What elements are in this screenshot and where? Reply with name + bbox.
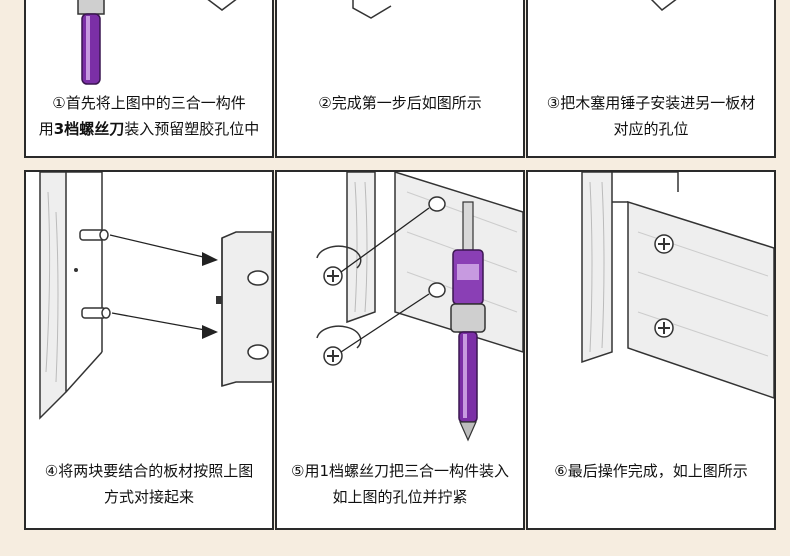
step-6-illustration bbox=[528, 172, 774, 452]
step-1-line-2: 用3档螺丝刀装入预留塑胶孔位中 bbox=[26, 116, 272, 142]
step-4-panel: ④将两块要结合的板材按照上图 方式对接起来 bbox=[24, 170, 274, 530]
step-5-panel: ⑤用1档螺丝刀把三合一构件装入 如上图的孔位并拧紧 bbox=[275, 170, 525, 530]
step-6-line-1: ⑥最后操作完成，如上图所示 bbox=[528, 458, 774, 484]
guide-line-top bbox=[110, 235, 216, 260]
step-3-panel: ③把木塞用锤子安装进另一板材 对应的孔位 bbox=[526, 0, 776, 158]
step-1-illustration bbox=[26, 0, 272, 88]
step-4-line-2: 方式对接起来 bbox=[26, 484, 272, 510]
screw-icon-top bbox=[655, 235, 673, 253]
cam-hole-top bbox=[429, 197, 445, 211]
vertical-board bbox=[40, 172, 66, 418]
connector-block bbox=[222, 232, 272, 386]
step-3-line-1: ③把木塞用锤子安装进另一板材 bbox=[528, 90, 774, 116]
step-4-line-1: ④将两块要结合的板材按照上图 bbox=[26, 458, 272, 484]
screw-icon-bottom bbox=[317, 326, 361, 365]
board-corner bbox=[353, 0, 391, 18]
cam-hole-top bbox=[248, 271, 268, 285]
vertical-board bbox=[347, 172, 375, 322]
step-4-illustration bbox=[26, 172, 272, 452]
horizontal-board bbox=[628, 202, 774, 398]
step-5-line-2: 如上图的孔位并拧紧 bbox=[277, 484, 523, 510]
step-2-illustration bbox=[277, 0, 523, 88]
guide-line-bottom bbox=[112, 313, 216, 332]
board-edge bbox=[66, 352, 102, 392]
step-1-panel: ①首先将上图中的三合一构件 用3档螺丝刀装入预留塑胶孔位中 bbox=[24, 0, 274, 158]
arrow-icon bbox=[202, 325, 218, 339]
screwdriver-collar bbox=[78, 0, 104, 14]
step-5-illustration bbox=[277, 172, 523, 452]
step-1-line-2-prefix: 用 bbox=[39, 120, 54, 138]
screwdriver-highlight bbox=[86, 16, 90, 80]
board-corner bbox=[650, 0, 678, 10]
step-1-caption: ①首先将上图中的三合一构件 用3档螺丝刀装入预留塑胶孔位中 bbox=[26, 90, 272, 142]
step-2-caption: ②完成第一步后如图所示 bbox=[277, 90, 523, 116]
step-6-caption: ⑥最后操作完成，如上图所示 bbox=[528, 458, 774, 484]
screw-icon-bottom bbox=[655, 319, 673, 337]
step-2-line-1: ②完成第一步后如图所示 bbox=[277, 90, 523, 116]
cam-hole-bottom bbox=[248, 345, 268, 359]
step-5-line-1: ⑤用1档螺丝刀把三合一构件装入 bbox=[277, 458, 523, 484]
step-5-caption: ⑤用1档螺丝刀把三合一构件装入 如上图的孔位并拧紧 bbox=[277, 458, 523, 510]
step-3-line-2: 对应的孔位 bbox=[528, 116, 774, 142]
step-1-bold-tool: 3档螺丝刀 bbox=[54, 120, 124, 138]
board-corner bbox=[206, 0, 238, 10]
cam-hole-bottom bbox=[429, 283, 445, 297]
step-4-caption: ④将两块要结合的板材按照上图 方式对接起来 bbox=[26, 458, 272, 510]
step-2-panel: ②完成第一步后如图所示 bbox=[275, 0, 525, 158]
block-slot bbox=[216, 296, 222, 304]
step-1-line-2-tail: 装入预留塑胶孔位中 bbox=[124, 120, 259, 138]
step-3-caption: ③把木塞用锤子安装进另一板材 对应的孔位 bbox=[528, 90, 774, 142]
arrow-icon bbox=[202, 252, 218, 266]
step-6-panel: ⑥最后操作完成，如上图所示 bbox=[526, 170, 776, 530]
dowel-top bbox=[80, 230, 108, 240]
step-3-illustration bbox=[528, 0, 774, 88]
dowel-bottom bbox=[82, 308, 110, 318]
step-1-line-1: ①首先将上图中的三合一构件 bbox=[26, 90, 272, 116]
screwdriver-handle bbox=[82, 14, 100, 84]
pin-hole bbox=[74, 268, 78, 272]
vertical-board bbox=[582, 172, 612, 362]
